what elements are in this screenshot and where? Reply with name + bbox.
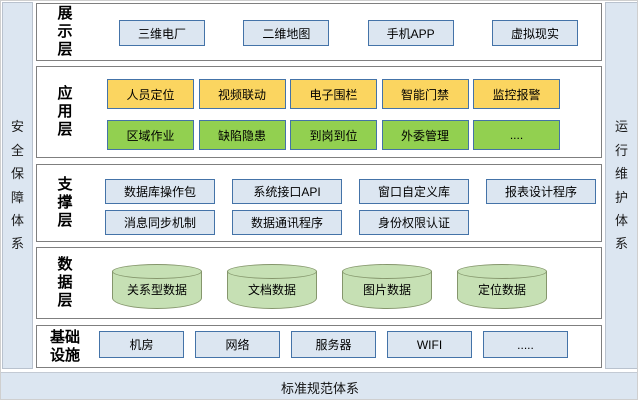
layer-presentation: 展示层 三维电厂 二维地图 手机APP 虚拟现实 [36,3,602,61]
application-box: 监控报警 [473,79,560,109]
application-box: 电子围栏 [290,79,377,109]
support-box: 报表设计程序 [486,179,596,204]
support-box: 窗口自定义库 [359,179,469,204]
layer-infrastructure: 基础设施 机房 网络 服务器 WIFI ..... [36,325,602,368]
application-box: .... [473,120,560,150]
data-cylinder-row: 关系型数据 文档数据 图片数据 定位数据 [112,264,547,309]
layer-application: 应用层 人员定位 视频联动 电子围栏 智能门禁 监控报警 区域作业 缺陷隐患 到… [36,66,602,158]
layer-data: 数据层 关系型数据 文档数据 图片数据 定位数据 [36,247,602,319]
presentation-box-row: 三维电厂 二维地图 手机APP 虚拟现实 [119,20,578,46]
presentation-box: 二维地图 [243,20,330,46]
application-box: 智能门禁 [381,79,469,109]
presentation-box: 三维电厂 [119,20,205,46]
infrastructure-box: 机房 [99,331,184,358]
application-box: 外委管理 [381,120,469,150]
application-box: 缺陷隐患 [198,120,286,150]
application-box: 人员定位 [107,79,194,109]
bottom-banner-label: 标准规范体系 [280,380,359,396]
application-box: 区域作业 [107,120,194,150]
presentation-box: 手机APP [367,20,454,46]
right-banner-operation-maintenance: 运行维护体系 [605,2,637,369]
cylinder-top [112,264,202,279]
layer-support: 支撑层 数据库操作包 系统接口API 窗口自定义库 报表设计程序 消息同步机制 … [36,164,602,242]
bottom-banner-standards-system: 标准规范体系 [1,372,637,399]
support-box-row-1: 数据库操作包 系统接口API 窗口自定义库 报表设计程序 [105,179,596,204]
layer-application-label: 应用层 [57,85,73,138]
infrastructure-box: ..... [483,331,568,358]
presentation-box: 虚拟现实 [491,20,578,46]
support-box: 数据通讯程序 [232,210,342,235]
infrastructure-box-row: 机房 网络 服务器 WIFI ..... [99,331,568,358]
support-box: 身份权限认证 [359,210,469,235]
left-banner-label: 安全保障体系 [10,119,24,252]
support-box-row-2: 消息同步机制 数据通讯程序 身份权限认证 [105,210,469,235]
support-box: 系统接口API [232,179,342,204]
cylinder-top [457,264,547,279]
support-box: 数据库操作包 [105,179,215,204]
application-box: 视频联动 [198,79,286,109]
left-banner-security-system: 安全保障体系 [2,2,33,369]
application-box-row-yellow: 人员定位 视频联动 电子围栏 智能门禁 监控报警 [107,79,560,109]
cylinder-top [227,264,317,279]
database-cylinder: 文档数据 [227,264,317,309]
right-banner-label: 运行维护体系 [614,119,628,252]
infrastructure-box: 网络 [195,331,280,358]
database-cylinder: 定位数据 [457,264,547,309]
infrastructure-box: WIFI [387,331,472,358]
database-cylinder: 图片数据 [342,264,432,309]
cylinder-top [342,264,432,279]
layer-presentation-label: 展示层 [57,5,73,58]
layer-data-label: 数据层 [57,256,73,309]
database-cylinder: 关系型数据 [112,264,202,309]
application-box-row-green: 区域作业 缺陷隐患 到岗到位 外委管理 .... [107,120,560,150]
application-box: 到岗到位 [290,120,377,150]
layer-infrastructure-label: 基础设施 [49,328,80,364]
infrastructure-box: 服务器 [291,331,376,358]
layer-support-label: 支撑层 [57,176,73,229]
support-box: 消息同步机制 [105,210,215,235]
